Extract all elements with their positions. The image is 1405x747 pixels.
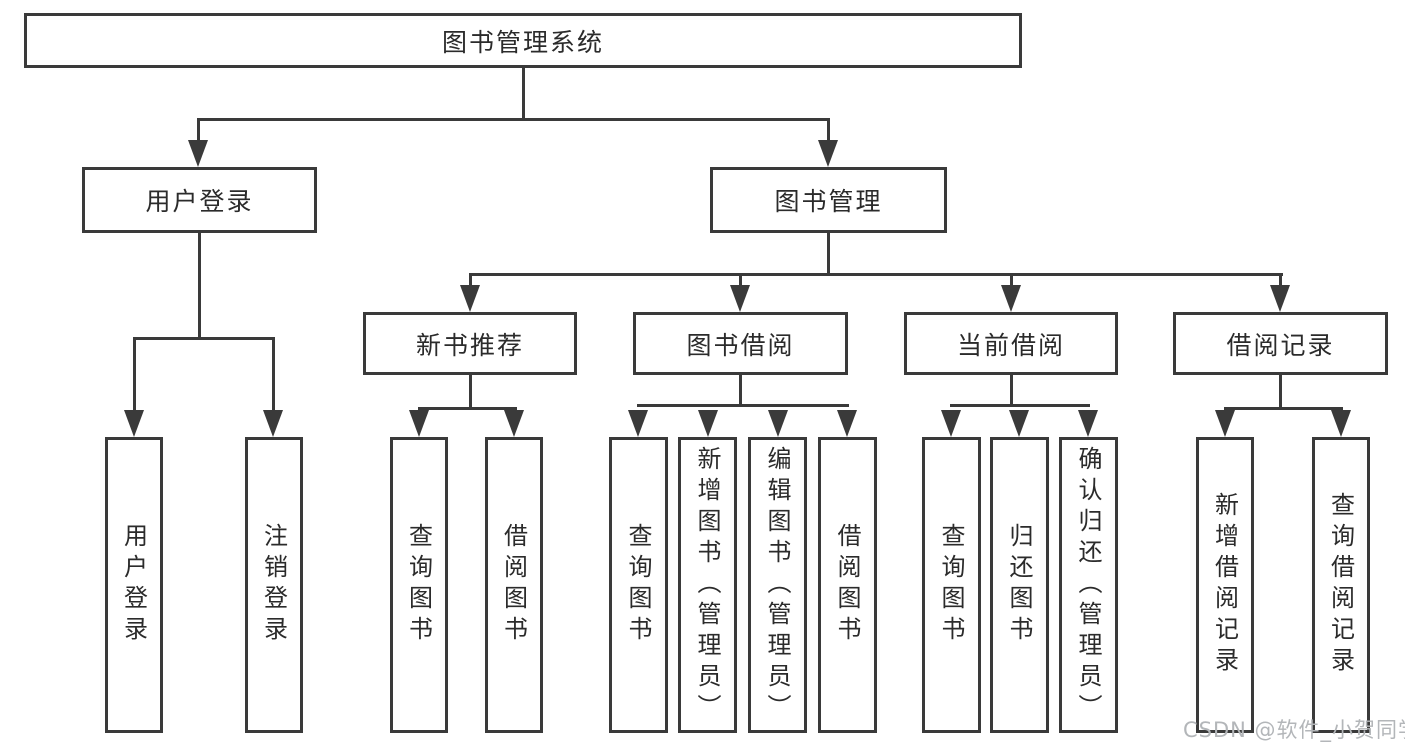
node-query-borrow-record: 查询借阅记录 — [1312, 437, 1370, 733]
node-add-borrow-record: 新增借阅记录 — [1196, 437, 1254, 733]
connector-vline — [469, 273, 472, 289]
arrowhead-down — [628, 410, 648, 437]
connector-vline — [469, 375, 472, 409]
arrowhead-down — [460, 285, 480, 312]
arrowhead-down — [1215, 410, 1235, 437]
node-book-borrow: 图书借阅 — [633, 312, 848, 375]
connector-vline — [272, 337, 275, 413]
connector-vline — [739, 375, 742, 406]
arrowhead-down — [1001, 285, 1021, 312]
arrowhead-down — [837, 410, 857, 437]
arrowhead-down — [941, 410, 961, 437]
arrowhead-down — [698, 410, 718, 437]
connector-vline — [739, 273, 742, 289]
arrowhead-down — [768, 410, 788, 437]
arrowhead-down — [124, 410, 144, 437]
connector-vline — [827, 118, 830, 144]
connector-hline — [469, 273, 1283, 276]
node-add-book-admin: 新增图书（管理员） — [678, 437, 737, 733]
connector-vline — [1010, 273, 1013, 289]
arrowhead-down — [263, 410, 283, 437]
arrowhead-down — [730, 285, 750, 312]
node-book-management: 图书管理 — [710, 167, 947, 233]
node-current-borrow: 当前借阅 — [904, 312, 1118, 375]
node-user-login-leaf: 用户登录 — [105, 437, 163, 733]
arrowhead-down — [409, 410, 429, 437]
connector-vline — [133, 337, 136, 413]
arrowhead-down — [1331, 410, 1351, 437]
node-return-book: 归还图书 — [990, 437, 1049, 733]
node-query-book-borrow: 查询图书 — [609, 437, 668, 733]
connector-hline — [950, 404, 1090, 407]
node-confirm-return-admin: 确认归还（管理员） — [1059, 437, 1118, 733]
connector-vline — [198, 233, 201, 337]
connector-vline — [1010, 375, 1013, 406]
node-logout: 注销登录 — [245, 437, 303, 733]
node-edit-book-admin: 编辑图书（管理员） — [748, 437, 807, 733]
node-query-book-current: 查询图书 — [922, 437, 981, 733]
watermark: CSDN @软件_小贺同学 — [1183, 718, 1405, 742]
connector-vline — [827, 233, 830, 276]
arrowhead-down — [818, 140, 838, 167]
node-borrow-record: 借阅记录 — [1173, 312, 1388, 375]
node-new-book-recommend: 新书推荐 — [363, 312, 577, 375]
node-user-login: 用户登录 — [82, 167, 317, 233]
arrowhead-down — [1078, 410, 1098, 437]
node-borrow-book: 借阅图书 — [818, 437, 877, 733]
connector-vline — [1279, 273, 1282, 289]
connector-hline — [637, 404, 849, 407]
connector-vline — [522, 68, 525, 118]
arrowhead-down — [1270, 285, 1290, 312]
connector-vline — [1279, 375, 1282, 409]
node-borrow-book-recommend: 借阅图书 — [485, 437, 543, 733]
connector-hline — [1224, 407, 1343, 410]
arrowhead-down — [504, 410, 524, 437]
connector-hline — [133, 337, 275, 340]
node-root: 图书管理系统 — [24, 13, 1022, 68]
connector-hline — [197, 118, 830, 121]
node-query-book-recommend: 查询图书 — [390, 437, 448, 733]
arrowhead-down — [188, 140, 208, 167]
connector-hline — [418, 407, 517, 410]
arrowhead-down — [1009, 410, 1029, 437]
connector-vline — [197, 118, 200, 144]
